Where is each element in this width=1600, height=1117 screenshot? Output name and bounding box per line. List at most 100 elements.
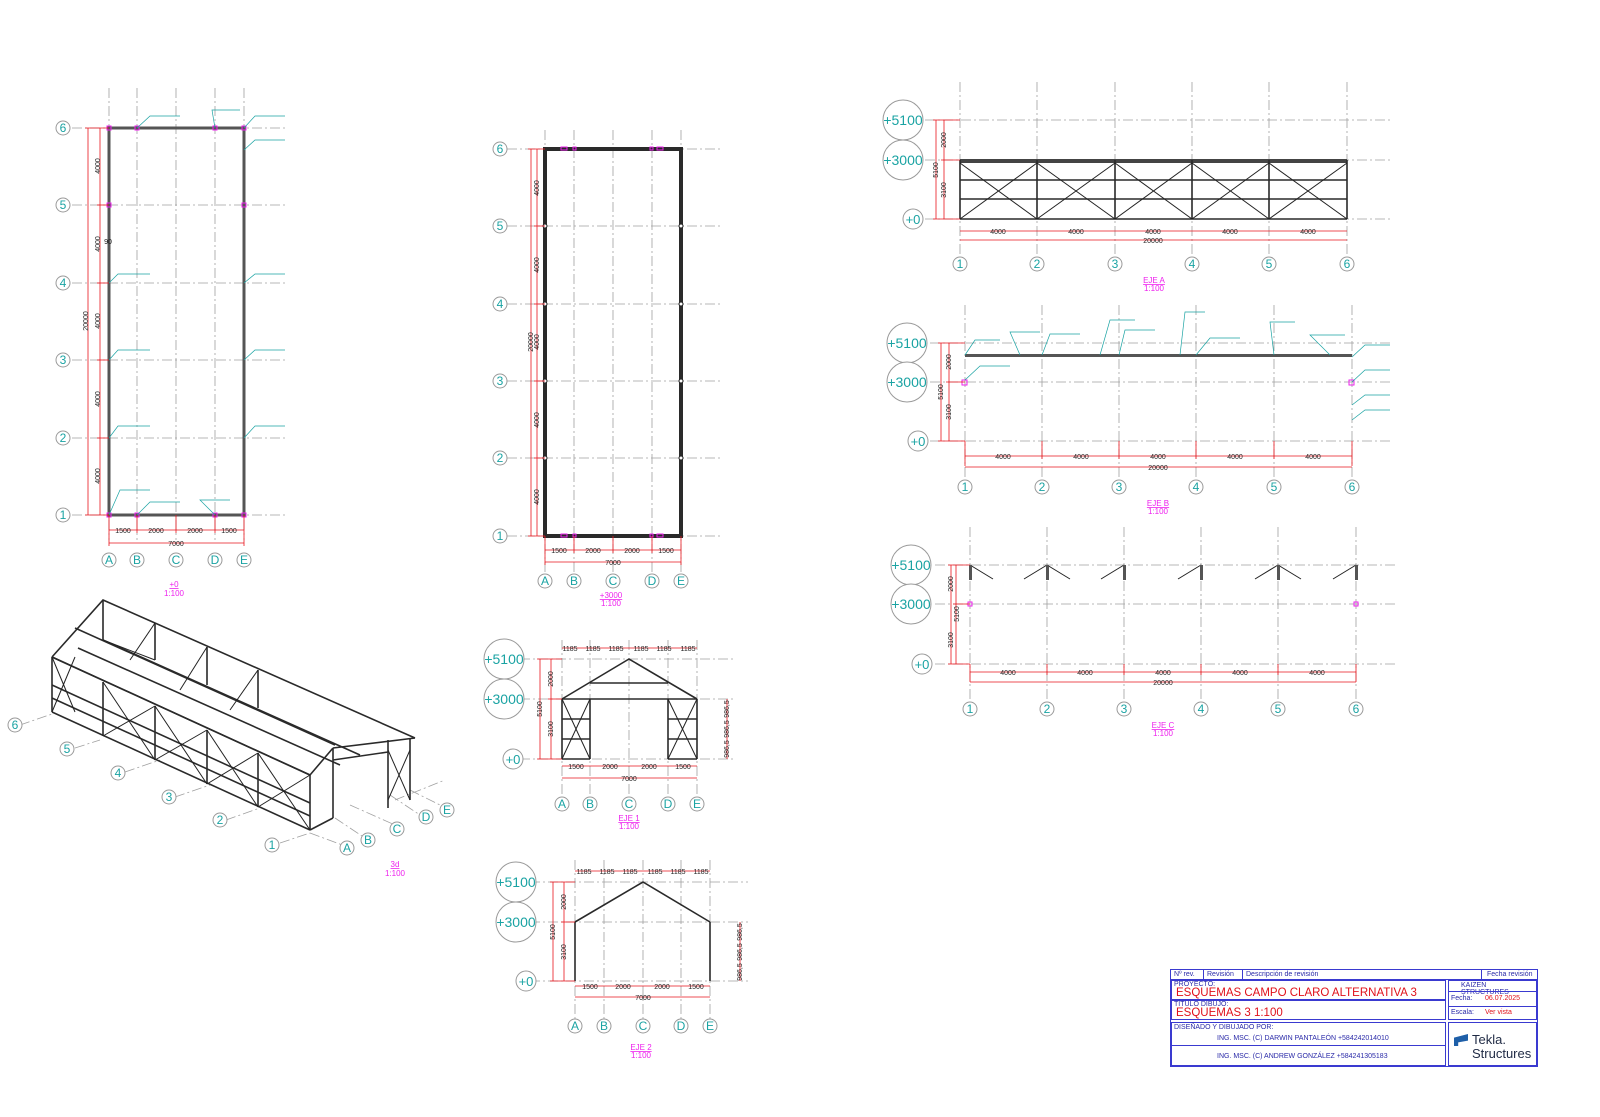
svg-text:1:100: 1:100 (619, 822, 640, 831)
svg-text:E: E (443, 803, 451, 817)
svg-text:B: B (600, 1019, 608, 1033)
scale-value: Ver vista (1485, 1009, 1512, 1016)
svg-text:D: D (211, 553, 220, 567)
project-label: PROYECTO: (1174, 981, 1216, 988)
svg-text:C: C (393, 822, 402, 836)
svg-text:3: 3 (60, 353, 67, 367)
svg-text:+0: +0 (911, 434, 926, 449)
svg-text:1500: 1500 (688, 984, 704, 991)
svg-text:1185: 1185 (680, 646, 695, 653)
svg-text:2: 2 (60, 431, 67, 445)
svg-text:1500: 1500 (675, 764, 691, 771)
svg-text:A: A (541, 574, 549, 588)
svg-text:20000: 20000 (1153, 680, 1173, 687)
svg-text:986,5: 986,5 (737, 963, 744, 981)
svg-text:D: D (648, 574, 657, 588)
svg-text:3100: 3100 (946, 404, 953, 420)
svg-text:1500: 1500 (582, 984, 598, 991)
svg-text:EJE 1: EJE 1 (618, 814, 640, 823)
svg-text:7000: 7000 (621, 776, 637, 783)
svg-text:5100: 5100 (550, 924, 557, 940)
svg-text:EJE 2: EJE 2 (630, 1043, 652, 1052)
svg-text:2000: 2000 (602, 764, 618, 771)
svg-text:6: 6 (1349, 480, 1356, 494)
svg-text:7000: 7000 (168, 541, 184, 548)
svg-text:1185: 1185 (670, 869, 685, 876)
tekla-structures-logo: Tekla. Structures (1452, 1030, 1532, 1062)
svg-text:1:100: 1:100 (1148, 507, 1169, 516)
svg-text:2: 2 (1044, 702, 1051, 716)
svg-text:B: B (570, 574, 578, 588)
svg-text:+3000: +3000 (600, 591, 623, 600)
svg-text:20000: 20000 (1148, 465, 1168, 472)
section-eje-1: 1185 1185 1185 1185 1185 1185 1500 2000 … (483, 638, 735, 831)
svg-text:4: 4 (1193, 480, 1200, 494)
svg-text:+3000: +3000 (883, 152, 923, 168)
svg-text:5: 5 (497, 219, 504, 233)
svg-text:5: 5 (64, 742, 71, 756)
svg-text:5: 5 (1275, 702, 1282, 716)
svg-text:6: 6 (60, 121, 67, 135)
svg-text:3: 3 (166, 790, 173, 804)
svg-text:4000: 4000 (1309, 670, 1325, 677)
svg-text:4000: 4000 (1222, 229, 1238, 236)
svg-text:1185: 1185 (647, 869, 662, 876)
designed-by-label: DISEÑADO Y DIBUJADO POR: (1174, 1024, 1274, 1031)
svg-text:1185: 1185 (608, 646, 623, 653)
drawing-title-box: TÍTULO DIBUJO: ESQUEMAS 3 1:100 (1171, 1000, 1446, 1020)
svg-text:+0: +0 (915, 657, 930, 672)
svg-text:20000: 20000 (528, 332, 535, 352)
svg-text:EJE A: EJE A (1143, 276, 1165, 285)
svg-text:6: 6 (1353, 702, 1360, 716)
svg-text:1500: 1500 (221, 528, 237, 535)
svg-text:D: D (422, 810, 431, 824)
svg-text:C: C (625, 797, 634, 811)
svg-text:4000: 4000 (1000, 670, 1016, 677)
svg-text:7000: 7000 (635, 995, 651, 1002)
svg-text:E: E (677, 574, 685, 588)
svg-text:3: 3 (1112, 257, 1119, 271)
svg-text:4000: 4000 (1227, 454, 1243, 461)
svg-text:A: A (343, 841, 351, 855)
svg-text:1:100: 1:100 (631, 1051, 652, 1060)
svg-text:C: C (639, 1019, 648, 1033)
elevation-eje-c: 4000 4000 4000 4000 4000 20000 2000 3100… (890, 527, 1395, 738)
svg-text:4: 4 (115, 766, 122, 780)
svg-text:3100: 3100 (548, 721, 555, 737)
svg-text:2000: 2000 (941, 132, 948, 148)
svg-text:4000: 4000 (1073, 454, 1089, 461)
svg-text:C: C (172, 553, 181, 567)
svg-text:3: 3 (497, 374, 504, 388)
title-block: Nº rev. Revisión Descripción de revisión… (1170, 969, 1538, 1067)
grid-bubbles: 6 5 4 3 2 1 A B C D E (55, 120, 252, 568)
svg-text:1: 1 (60, 508, 67, 522)
svg-text:2: 2 (1034, 257, 1041, 271)
svg-text:2000: 2000 (654, 984, 670, 991)
svg-text:1:100: 1:100 (1144, 284, 1165, 293)
revision-label: Revisión (1207, 971, 1234, 978)
svg-text:4000: 4000 (95, 236, 102, 252)
revision-header-row: Nº rev. Revisión Descripción de revisión… (1171, 970, 1537, 980)
svg-text:1185: 1185 (693, 869, 708, 876)
svg-text:E: E (706, 1019, 714, 1033)
svg-text:2000: 2000 (641, 764, 657, 771)
svg-text:986,5: 986,5 (724, 740, 731, 758)
svg-text:EJE C: EJE C (1152, 721, 1175, 730)
software-name-line2: Structures (1472, 1046, 1532, 1061)
svg-text:2: 2 (497, 451, 504, 465)
elevation-eje-a: 4000 4000 4000 4000 4000 20000 2000 3100… (882, 82, 1390, 293)
svg-text:4000: 4000 (534, 257, 541, 273)
svg-text:+3000: +3000 (496, 914, 536, 930)
svg-text:2000: 2000 (148, 528, 164, 535)
svg-text:986,5: 986,5 (737, 943, 744, 961)
svg-text:4000: 4000 (534, 334, 541, 350)
svg-text:3d: 3d (391, 860, 400, 869)
svg-text:4000: 4000 (1155, 670, 1171, 677)
svg-text:4000: 4000 (995, 454, 1011, 461)
svg-text:4000: 4000 (95, 468, 102, 484)
svg-text:6: 6 (12, 718, 19, 732)
svg-text:4: 4 (1189, 257, 1196, 271)
designer-1: ING. MSC. (C) DARWIN PANTALEÓN +58424201… (1217, 1035, 1389, 1042)
svg-text:A: A (571, 1019, 579, 1033)
